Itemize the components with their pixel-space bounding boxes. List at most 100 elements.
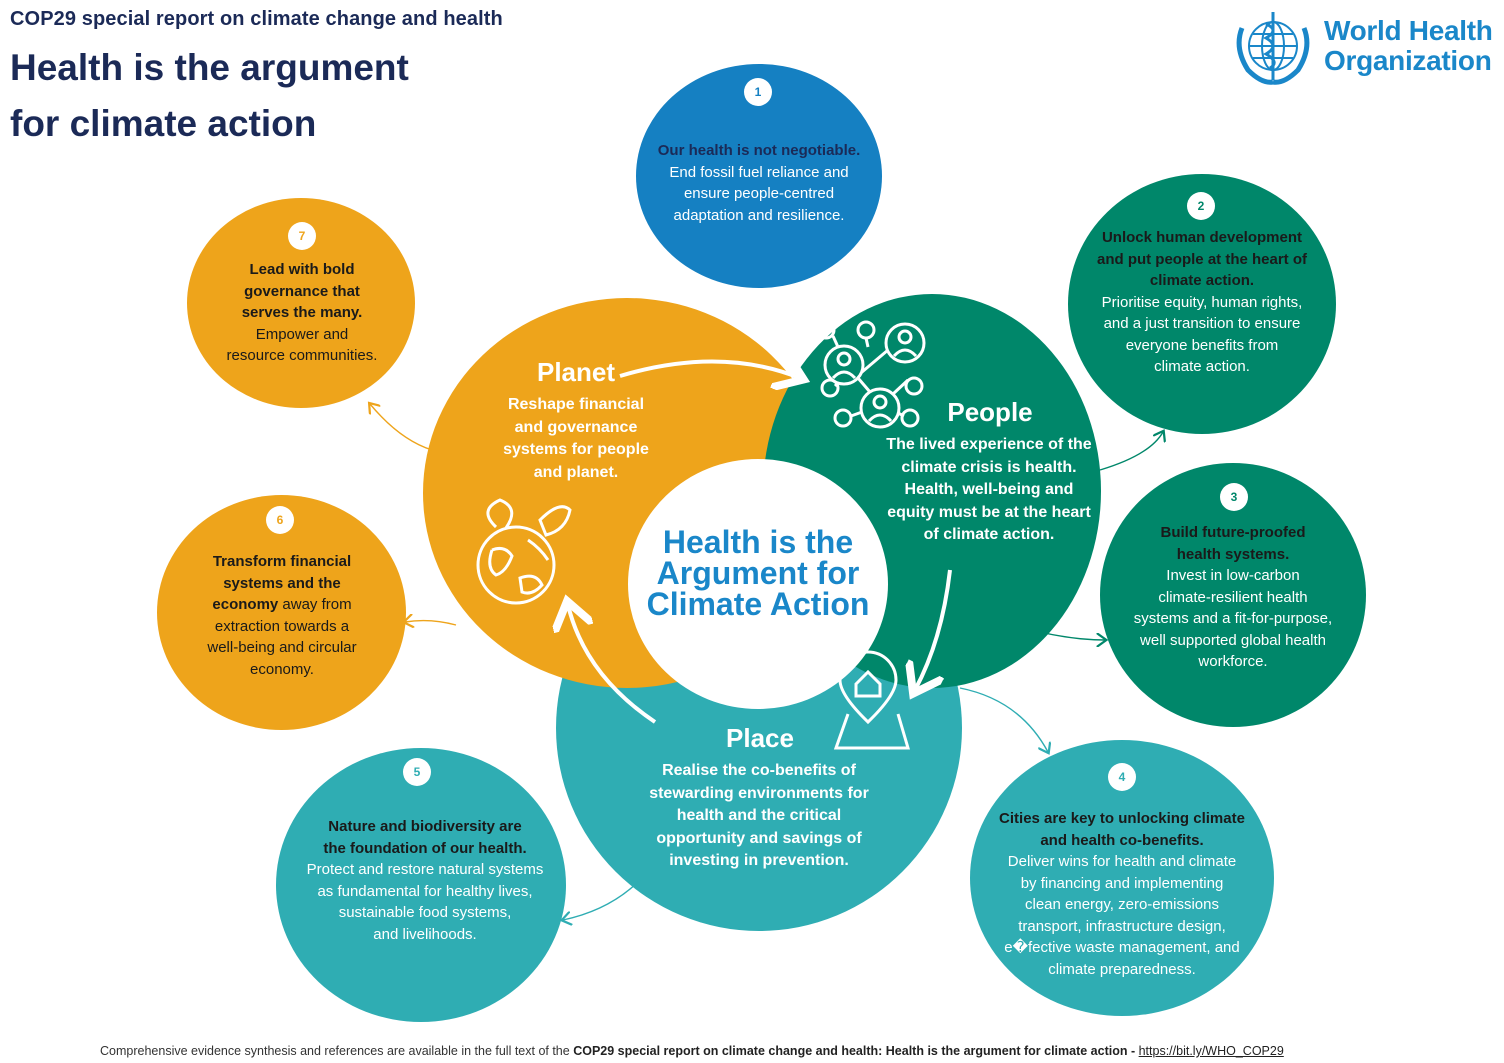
rec-2-body-1: Prioritise equity, human rights, bbox=[1101, 293, 1303, 311]
rec-4-body-5: e�fective waste management, and bbox=[1004, 939, 1240, 956]
rec-4-body-4: transport, infrastructure design, bbox=[1018, 917, 1226, 935]
recommendation-3-badge: 3 bbox=[1220, 483, 1248, 511]
rec-3-body-2: climate-resilient health bbox=[1158, 588, 1308, 606]
recommendation-5-text: Nature and biodiversity are the foundati… bbox=[282, 816, 568, 945]
arrow-to-rec-3 bbox=[1039, 631, 1105, 640]
footer-link[interactable]: https://bit.ly/WHO_COP29 bbox=[1138, 1044, 1284, 1058]
planet-line-2: and governance bbox=[514, 418, 638, 436]
recommendation-7-text: Lead with bold governance that serves th… bbox=[192, 259, 412, 367]
rec-7-lead-3: serves the many. bbox=[241, 304, 363, 321]
rec-3-body-1: Invest in low-carbon bbox=[1166, 567, 1300, 584]
recommendation-6-circle[interactable] bbox=[157, 495, 406, 730]
rec-1-body-2: ensure people-centred bbox=[683, 185, 835, 202]
people-line-1: The lived experience of the bbox=[886, 436, 1092, 453]
arrow-to-rec-2 bbox=[1099, 432, 1163, 471]
recommendation-4-badge: 4 bbox=[1108, 763, 1136, 791]
rec-1-lead-1: Our health is not negotiable. bbox=[657, 142, 861, 159]
arrow-to-rec-7 bbox=[370, 404, 433, 451]
rec-2-body-3: everyone benefits from bbox=[1125, 336, 1279, 354]
planet-line-3: systems for people bbox=[503, 441, 649, 458]
place-description: Realise the co-benefits of stewarding en… bbox=[634, 760, 884, 873]
who-logo[interactable]: World Health Organization bbox=[1228, 6, 1498, 86]
center-line-1: Health is the bbox=[662, 524, 854, 560]
center-line-3: Climate Action bbox=[646, 586, 870, 622]
supertitle: COP29 special report on climate change a… bbox=[10, 8, 503, 30]
arrow-people-to-place bbox=[915, 569, 952, 690]
people-line-4: equity must be at the heart bbox=[887, 503, 1091, 521]
rec-4-lead-2: and health co-benefits. bbox=[1040, 831, 1204, 849]
people-line-3: Health, well-being and bbox=[904, 481, 1074, 498]
recommendation-6-text: Transform financial systems and the econ… bbox=[162, 551, 402, 680]
rec-2-lead-1: Unlock human development bbox=[1101, 229, 1303, 246]
arrow-to-rec-6 bbox=[405, 621, 457, 625]
recommendation-5-circle[interactable] bbox=[276, 748, 566, 1022]
people-title: People bbox=[947, 397, 1033, 427]
place-line-1: Realise the co-benefits of bbox=[662, 762, 856, 779]
rec-4-body-3: clean energy, zero-emissions bbox=[1025, 896, 1219, 913]
place-title: Place bbox=[726, 723, 794, 753]
planet-line-1: Reshape financial bbox=[507, 396, 645, 413]
place-line-4: opportunity and savings of bbox=[656, 829, 862, 847]
title-line-1: Health is the argument bbox=[10, 47, 409, 88]
people-network-icon bbox=[816, 320, 926, 429]
place-line-2: stewarding environments for bbox=[649, 784, 869, 802]
rec-4-lead-1: Cities are key to unlocking climate bbox=[999, 810, 1245, 827]
globe-leaves-icon bbox=[476, 498, 572, 605]
rec-3-body-4: well supported global health bbox=[1140, 631, 1326, 649]
rec-6-lead-inline: economy bbox=[212, 596, 279, 613]
rec-6-lead-2: systems and the bbox=[223, 574, 341, 592]
rec-3-body-5: workforce. bbox=[1198, 653, 1268, 670]
footer: Comprehensive evidence synthesis and ref… bbox=[100, 1044, 1284, 1058]
recommendation-2-text: Unlock human development and put people … bbox=[1074, 227, 1330, 378]
center-line-2: Argument for bbox=[656, 555, 860, 591]
center-circle[interactable] bbox=[628, 459, 888, 709]
rec-2-body-2: and a just transition to ensure bbox=[1103, 315, 1301, 332]
recommendation-3-text: Build future-proofed health systems. Inv… bbox=[1106, 522, 1360, 673]
people-line-5: of climate action. bbox=[923, 526, 1055, 543]
planet-description: Reshape financial and governance systems… bbox=[476, 394, 676, 484]
recommendation-5-badge: 5 bbox=[403, 758, 431, 786]
people-line-2: climate crisis is health. bbox=[901, 458, 1077, 476]
place-line-3: health and the critical bbox=[676, 807, 842, 824]
arrow-place-to-planet bbox=[568, 605, 657, 724]
rec-7-body-1: Empower and bbox=[255, 325, 349, 343]
planet-line-4: and planet. bbox=[533, 463, 619, 481]
title-line-2: for climate action bbox=[10, 103, 317, 144]
rec-5-body-1: Protect and restore natural systems bbox=[306, 861, 544, 878]
footer-text: Comprehensive evidence synthesis and ref… bbox=[100, 1044, 574, 1058]
arrow-planet-to-people bbox=[619, 361, 800, 378]
rec-7-lead-2: governance that bbox=[244, 282, 360, 300]
rec-2-lead-2: and put people at the heart of bbox=[1096, 250, 1307, 268]
recommendation-2-badge: 2 bbox=[1187, 192, 1215, 220]
rec-5-body-3: sustainable food systems, bbox=[338, 904, 512, 921]
map-pin-home-icon bbox=[833, 650, 911, 750]
rec-3-lead-2: health systems. bbox=[1176, 545, 1290, 563]
recommendation-1-text: Our health is not negotiable. End fossil… bbox=[640, 140, 878, 226]
who-emblem-icon bbox=[1236, 12, 1310, 85]
rec-1-body-1: End fossil fuel reliance and bbox=[669, 163, 849, 181]
rec-6-body-2: well-being and circular bbox=[207, 639, 357, 656]
rec-4-body-6: climate preparedness. bbox=[1048, 960, 1196, 978]
rec-6-lead-1: Transform financial bbox=[212, 553, 352, 570]
footer-report-title: COP29 special report on climate change a… bbox=[573, 1044, 1139, 1058]
rec-5-body-4: and livelihoods. bbox=[373, 925, 477, 943]
rec-1-body-3: adaptation and resilience. bbox=[673, 206, 845, 224]
recommendation-6-badge: 6 bbox=[266, 506, 294, 534]
arrow-to-rec-5 bbox=[563, 879, 641, 920]
rec-2-body-4: climate action. bbox=[1154, 358, 1250, 375]
recommendation-7-badge: 7 bbox=[288, 222, 316, 250]
rec-7-lead-1: Lead with bold bbox=[249, 261, 355, 278]
rec-6-body-1: extraction towards a bbox=[214, 617, 350, 635]
rec-4-body-2: by financing and implementing bbox=[1020, 874, 1224, 892]
place-line-5: investing in prevention. bbox=[669, 852, 849, 869]
arrow-to-rec-4 bbox=[959, 687, 1048, 752]
recommendation-1-badge: 1 bbox=[744, 78, 772, 106]
planet-title: Planet bbox=[536, 357, 616, 387]
recommendation-4-text: Cities are key to unlocking climate and … bbox=[976, 808, 1268, 980]
rec-3-lead-1: Build future-proofed bbox=[1160, 524, 1306, 541]
rec-2-lead-3: climate action. bbox=[1149, 272, 1255, 289]
rec-4-body-1: Deliver wins for health and climate bbox=[1007, 853, 1237, 870]
people-description: The lived experience of the climate cris… bbox=[874, 434, 1104, 547]
who-name-line-1: World Health bbox=[1324, 15, 1493, 46]
